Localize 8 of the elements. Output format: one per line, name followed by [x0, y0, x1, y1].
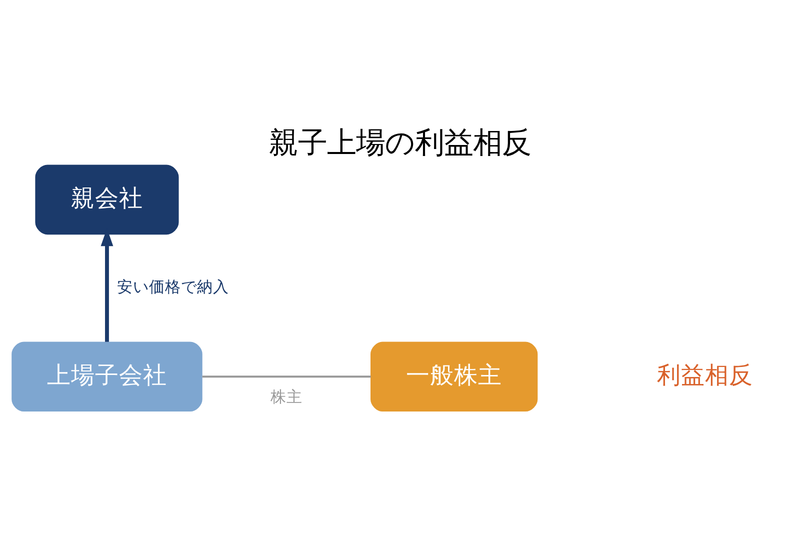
node-box: 親会社 [35, 164, 179, 235]
connector [202, 376, 371, 378]
diagram-title: 親子上場の利益相反 [269, 125, 531, 160]
edge-label: 株主 [270, 387, 303, 406]
edge-label: 安い価格で納入 [116, 276, 229, 296]
node-box: 上場子会社 [12, 342, 202, 412]
node-box: 一般株主 [370, 342, 538, 412]
label: 利益相反 [656, 360, 753, 389]
